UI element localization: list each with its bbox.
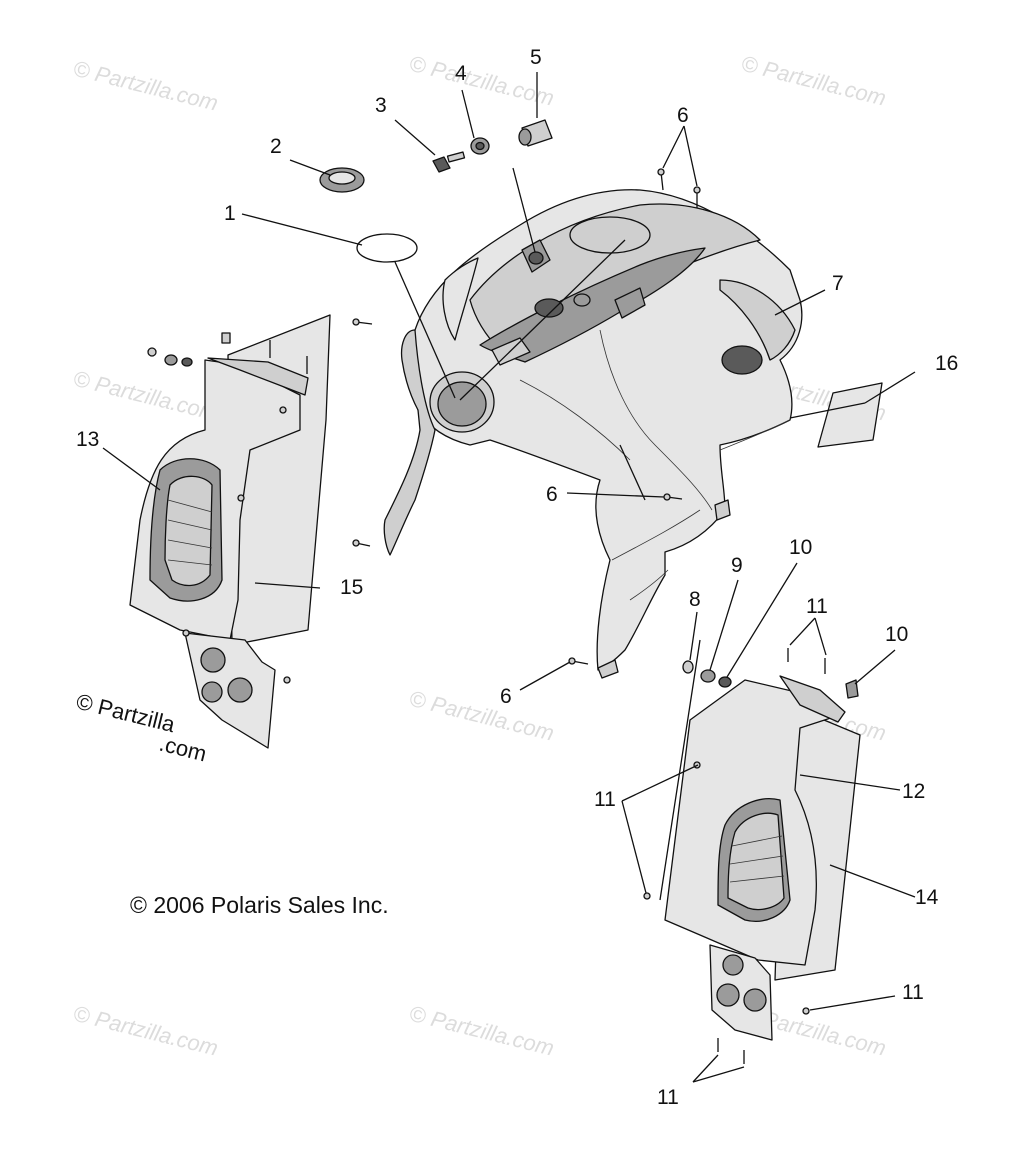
callout-number: 11 — [806, 595, 828, 618]
leader-lines — [102, 72, 916, 1083]
screw — [568, 657, 589, 665]
washer — [700, 669, 716, 683]
callout-number: 2 — [270, 135, 282, 158]
guard-hole — [201, 681, 223, 703]
hardware — [319, 119, 883, 699]
hood-side-tab — [714, 499, 731, 521]
hood-assembly — [383, 189, 803, 679]
screw — [657, 168, 665, 191]
callout-number: 11 — [902, 981, 924, 1004]
callout-number: 6 — [500, 685, 512, 708]
left-upper-bracket — [207, 357, 309, 396]
left-panel-vent — [164, 475, 213, 587]
watermark: © Partzilla.com — [739, 51, 889, 111]
key — [432, 156, 451, 173]
right-upper-bracket — [779, 675, 846, 723]
guard-hole — [227, 677, 253, 703]
callout-number: 1 — [224, 202, 236, 225]
ignition-switch-face — [518, 128, 532, 146]
callout-number: 8 — [689, 588, 701, 611]
right-panel-vent — [727, 812, 785, 911]
callout-number: 5 — [530, 46, 542, 69]
hood-right-tab — [614, 287, 646, 319]
brand-line-2: .com — [157, 731, 209, 767]
hood-left-ear — [442, 257, 479, 341]
hood-contour — [719, 419, 791, 451]
nut — [845, 679, 859, 699]
callout-number: 3 — [375, 94, 387, 117]
left-side-panel-assembly — [129, 314, 331, 749]
callout-number: 15 — [340, 576, 363, 599]
callout-number: 10 — [789, 536, 812, 559]
hood-contour — [629, 569, 669, 601]
hood-ignition-hole — [534, 298, 564, 318]
watermark: © Partzilla.com — [71, 1001, 221, 1061]
hood-switch-plate — [491, 337, 531, 366]
watermark: © Partzilla.com — [71, 366, 221, 426]
hood-small-hole — [573, 293, 591, 307]
screw — [693, 186, 701, 208]
callout-number: 10 — [885, 623, 908, 646]
watermark: © Partzilla.com — [407, 686, 557, 746]
callout-number: 16 — [935, 352, 958, 375]
screw — [352, 318, 373, 326]
hood-right-cheek — [719, 279, 796, 361]
vent-slats — [167, 499, 213, 566]
callout-number: 9 — [731, 554, 743, 577]
callout-number: 11 — [594, 788, 616, 811]
hood-left-flap — [383, 329, 436, 556]
screw — [352, 539, 371, 547]
callout-number: 14 — [915, 886, 939, 909]
callouts: 1 2 3 4 5 6 6 6 6 7 8 9 10 10 11 11 11 1… — [76, 46, 958, 1109]
brand-mark: © Partzilla .com — [74, 689, 209, 767]
hood-right-vent — [721, 345, 763, 375]
nut — [718, 676, 732, 688]
guard-hole — [722, 954, 744, 976]
decal — [817, 382, 883, 448]
callout-number: 6 — [546, 483, 558, 506]
guard-hole — [743, 988, 767, 1012]
callout-number: 7 — [832, 272, 844, 295]
callout-number: 12 — [902, 780, 925, 803]
callout-number: 13 — [76, 428, 99, 451]
hood-bottom-tab — [597, 659, 619, 679]
grommet-inner — [328, 171, 356, 185]
right-side-panel-assembly — [643, 648, 861, 1064]
copyright-notice: © 2006 Polaris Sales Inc. — [130, 892, 389, 918]
watermark: © Partzilla.com — [407, 1001, 557, 1061]
callout-number: 4 — [455, 62, 467, 85]
nut-hole — [475, 141, 485, 151]
hood-console-strip — [479, 247, 706, 363]
guard-hole — [200, 647, 226, 673]
right-fasteners — [643, 648, 826, 1064]
callout-number: 11 — [657, 1086, 679, 1109]
push-rivet — [682, 660, 694, 674]
hood-contour — [599, 329, 713, 511]
guard-hole — [716, 983, 740, 1007]
hood-top-opening — [569, 216, 651, 254]
hood-contour — [519, 379, 631, 461]
callout-number: 6 — [677, 104, 689, 127]
vent-slats — [729, 835, 785, 883]
hood-key-hole — [528, 251, 544, 265]
hood-contour — [611, 509, 701, 561]
hood-gauge-opening — [437, 381, 487, 427]
watermark: © Partzilla.com — [71, 56, 221, 116]
left-fasteners — [147, 332, 308, 684]
o-ring — [356, 233, 418, 263]
key-blade — [446, 151, 466, 163]
